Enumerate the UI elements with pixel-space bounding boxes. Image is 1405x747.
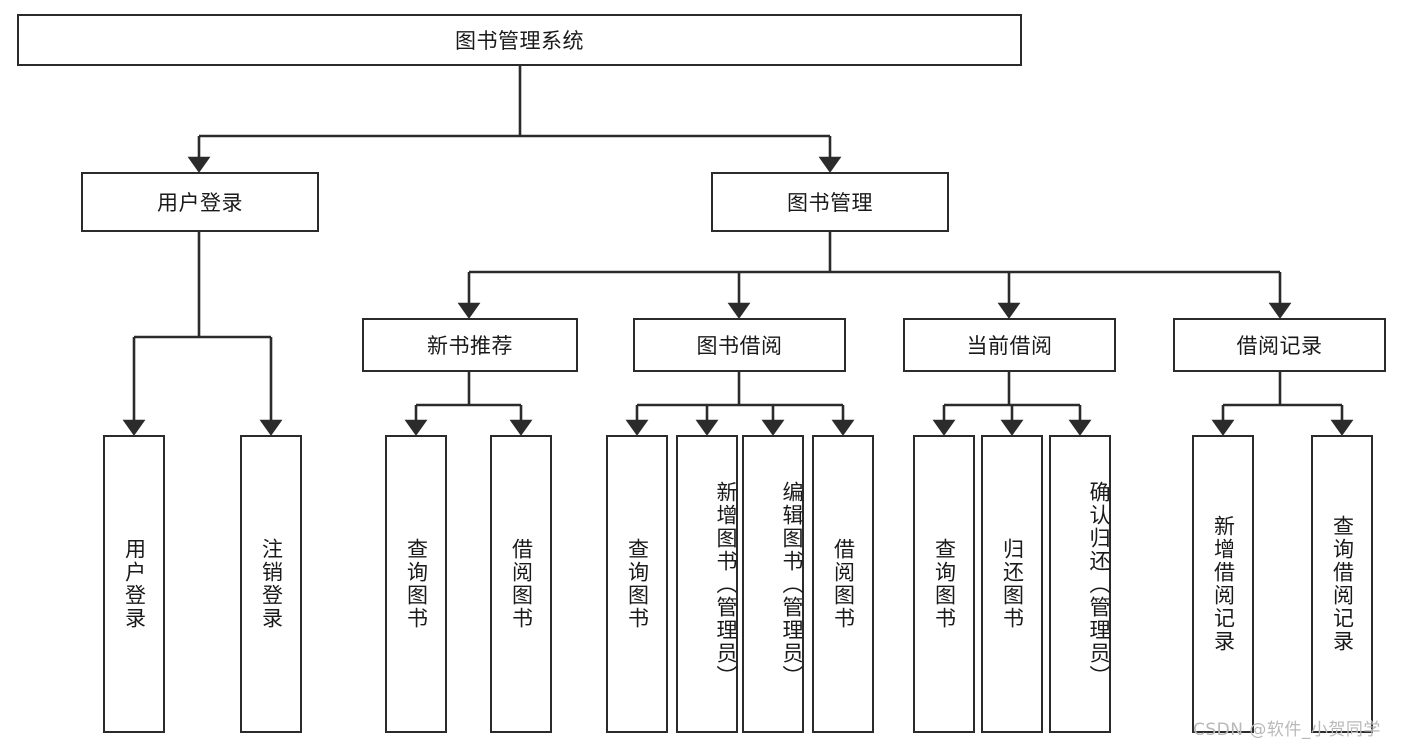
leaf-recommend-query-book[interactable]: 查询图书	[385, 435, 447, 733]
leaf-record-query-record[interactable]: 查询借阅记录	[1311, 435, 1373, 733]
node-label: 确认归还（管理员）	[1087, 480, 1111, 688]
node-new-book-recommend[interactable]: 新书推荐	[362, 318, 578, 372]
node-label: 新书推荐	[427, 334, 513, 358]
node-user-login[interactable]: 用户登录	[81, 172, 319, 232]
node-label: 用户登录	[122, 538, 147, 630]
node-label: 图书借阅	[696, 334, 783, 358]
leaf-borrow-borrow-book[interactable]: 借阅图书	[812, 435, 874, 733]
leaf-user-login-logout[interactable]: 注销登录	[240, 435, 302, 733]
leaf-borrow-edit-book-admin[interactable]: 编辑图书（管理员）	[742, 435, 804, 733]
node-label: 借阅记录	[1236, 334, 1323, 358]
node-label: 新增图书（管理员）	[714, 480, 738, 688]
node-borrow-record[interactable]: 借阅记录	[1173, 318, 1386, 372]
node-label: 用户登录	[157, 191, 243, 215]
node-label: 查询图书	[404, 538, 429, 630]
node-label: 编辑图书（管理员）	[780, 480, 804, 688]
node-label: 查询图书	[625, 538, 650, 630]
leaf-recommend-borrow-book[interactable]: 借阅图书	[490, 435, 552, 733]
node-label: 查询图书	[932, 538, 957, 630]
node-label: 注销登录	[259, 538, 284, 630]
leaf-current-confirm-return-admin[interactable]: 确认归还（管理员）	[1049, 435, 1111, 733]
node-label: 归还图书	[1000, 538, 1025, 630]
node-label: 新增借阅记录	[1211, 515, 1236, 653]
node-label: 借阅图书	[831, 538, 856, 630]
node-label: 图书管理	[787, 191, 873, 215]
node-root-system[interactable]: 图书管理系统	[17, 14, 1022, 66]
node-book-management[interactable]: 图书管理	[711, 172, 949, 232]
node-current-borrow[interactable]: 当前借阅	[903, 318, 1116, 372]
node-label: 当前借阅	[966, 334, 1053, 358]
node-label: 图书管理系统	[455, 29, 584, 53]
leaf-current-query-book[interactable]: 查询图书	[913, 435, 975, 733]
node-book-borrow[interactable]: 图书借阅	[633, 318, 846, 372]
leaf-borrow-query-book[interactable]: 查询图书	[606, 435, 668, 733]
node-label: 查询借阅记录	[1330, 515, 1355, 653]
leaf-current-return-book[interactable]: 归还图书	[981, 435, 1043, 733]
leaf-borrow-add-book-admin[interactable]: 新增图书（管理员）	[676, 435, 738, 733]
leaf-record-add-record[interactable]: 新增借阅记录	[1192, 435, 1254, 733]
watermark-csdn: CSDN @软件_小贺同学	[1193, 720, 1381, 740]
node-label: 借阅图书	[509, 538, 534, 630]
leaf-user-login-login[interactable]: 用户登录	[103, 435, 165, 733]
